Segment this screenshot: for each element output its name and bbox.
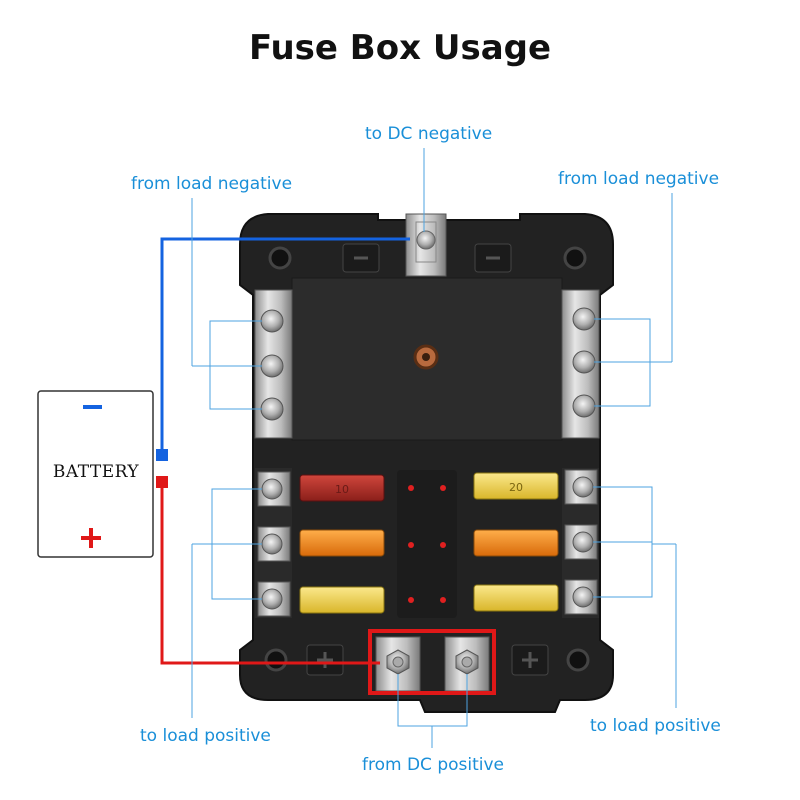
fuse-left-2[interactable] xyxy=(299,529,385,557)
label-to-load-positive-left: to load positive xyxy=(140,726,271,746)
fuse-right-3[interactable] xyxy=(473,584,559,612)
positive-load-terminals xyxy=(255,468,599,618)
fuse-left-1-label: 10 xyxy=(335,483,349,496)
battery xyxy=(37,390,154,558)
label-from-load-negative-right: from load negative xyxy=(558,169,720,189)
fuse-right-1[interactable]: 20 xyxy=(473,472,559,500)
dc-positive-studs xyxy=(368,629,496,695)
fuse-box-body xyxy=(239,213,614,713)
battery-negative-symbol xyxy=(83,405,102,409)
fuse-left-3[interactable] xyxy=(299,586,385,614)
fuses: 10 20 xyxy=(299,472,559,614)
battery-label: BATTERY xyxy=(52,462,140,482)
label-from-load-negative-left: from load negative xyxy=(131,174,293,194)
leader-lines xyxy=(191,148,677,748)
positive-wire xyxy=(156,476,380,665)
dc-negative-stud xyxy=(405,213,447,277)
page-title: Fuse Box Usage xyxy=(248,28,552,68)
label-from-dc-positive: from DC positive xyxy=(362,755,505,775)
fuse-right-1-label: 20 xyxy=(509,481,523,494)
negative-wire xyxy=(156,237,410,461)
label-to-load-positive-right: to load positive xyxy=(590,716,721,736)
fuse-right-2[interactable] xyxy=(473,529,559,557)
label-to-dc-negative: to DC negative xyxy=(365,124,493,144)
negative-terminal-screws xyxy=(260,307,596,421)
fuse-left-1[interactable]: 10 xyxy=(299,474,385,502)
